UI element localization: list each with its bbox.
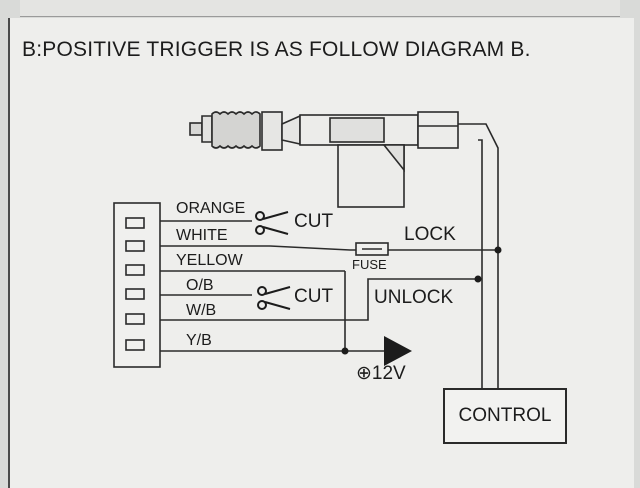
wire-label-white: WHITE xyxy=(176,227,228,244)
control-box: CONTROL xyxy=(443,388,567,444)
wire-label-wb: W/B xyxy=(186,302,217,319)
fuse-label: FUSE xyxy=(352,257,387,272)
door-lock-actuator-icon xyxy=(189,111,459,208)
wire-label-orange: ORANGE xyxy=(176,200,246,217)
control-label: CONTROL xyxy=(458,405,552,426)
page-top-edge xyxy=(20,0,620,17)
scissors-icon xyxy=(255,211,289,235)
unlock-label: UNLOCK xyxy=(374,287,454,308)
power-12v-label: ⊕12V xyxy=(356,363,406,384)
ground-symbol-icon xyxy=(384,336,412,366)
white-wire xyxy=(269,245,498,251)
diagram-title: B:POSITIVE TRIGGER IS AS FOLLOW DIAGRAM … xyxy=(22,38,531,61)
cut-label-top: CUT xyxy=(294,211,334,232)
wire-label-yellow: YELLOW xyxy=(176,252,243,269)
cut-label-bottom: CUT xyxy=(294,286,334,307)
scissors-icon xyxy=(257,286,291,310)
lock-label: LOCK xyxy=(404,224,456,245)
wire-label-yb: Y/B xyxy=(186,332,212,349)
wb-wire xyxy=(160,278,482,321)
wire-label-ob: O/B xyxy=(186,277,214,294)
